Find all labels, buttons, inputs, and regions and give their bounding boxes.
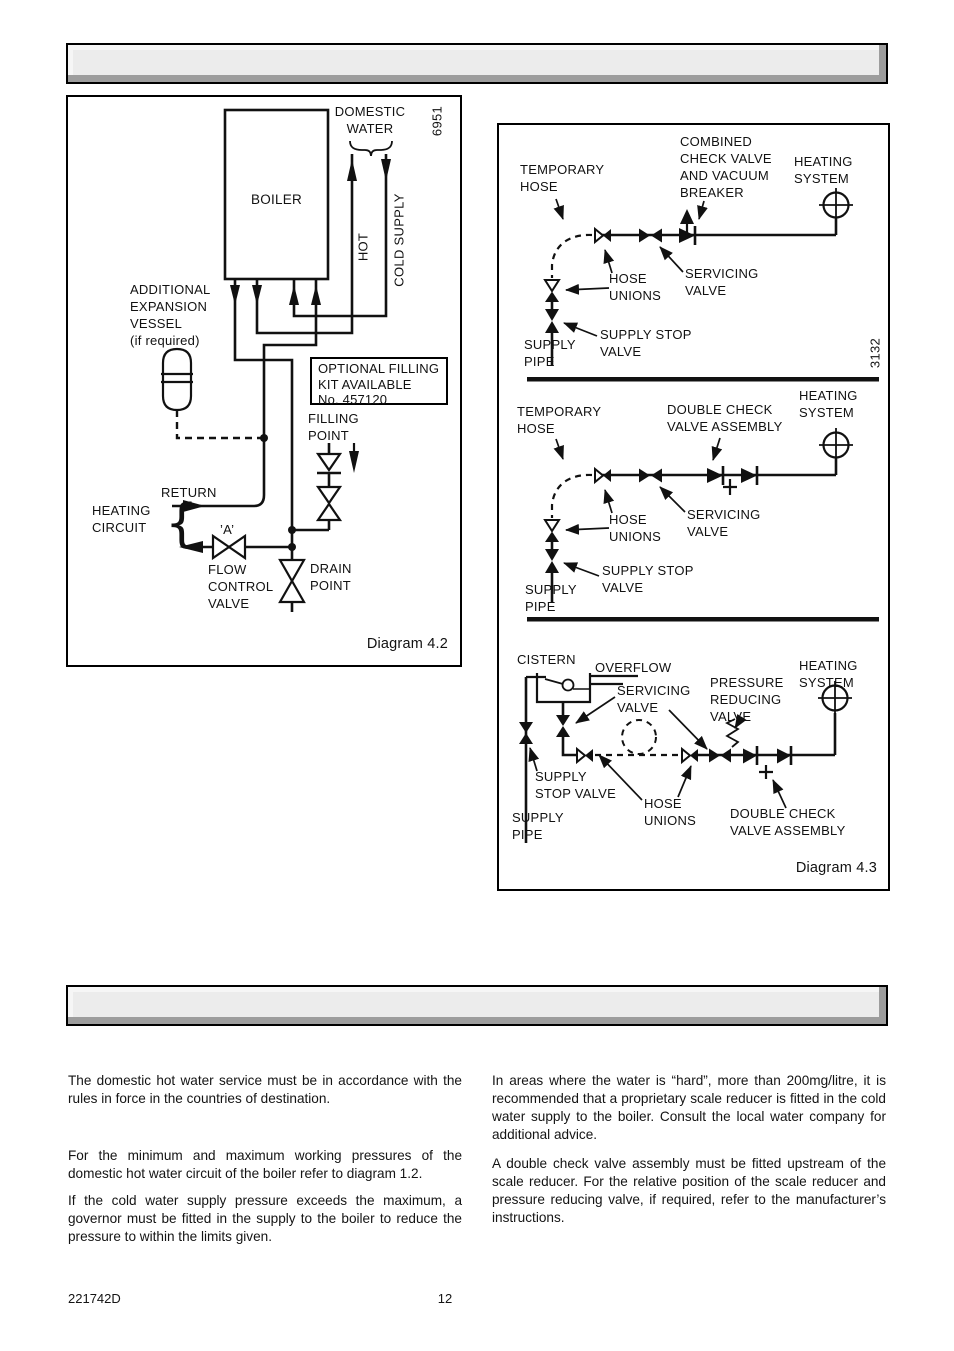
- sub2-lineart: [527, 428, 879, 622]
- servicing-valve-symbol: [639, 468, 662, 483]
- combined-check-valve-symbol: [679, 209, 697, 245]
- sub3-lineart: [519, 673, 852, 843]
- figure-ref-6951: 6951: [429, 105, 445, 137]
- flow-arrows: [183, 159, 391, 512]
- label-hot: HOT: [355, 232, 371, 262]
- paragraph: The domestic hot water service must be i…: [68, 1073, 462, 1106]
- hose-union-vertical-symbol: [543, 519, 561, 542]
- label-expansion-vessel: ADDITIONAL EXPANSION VESSEL (if required…: [130, 282, 211, 348]
- section-header-bar-top: [66, 43, 888, 84]
- hose-union-symbol: [594, 466, 611, 485]
- label-hose-unions: HOSE UNIONS: [609, 512, 662, 544]
- paragraph: For the minimum and maximum working pres…: [68, 1148, 462, 1181]
- optional-filling-kit-note: OPTIONAL FILLING KIT AVAILABLE No. 45712…: [310, 357, 448, 407]
- diagram-4-2-panel: DOMESTIC WATER 6951 BOILER HOT COLD SUPP…: [66, 95, 462, 667]
- document-code: 221742D: [68, 1291, 121, 1306]
- page-number: 12: [437, 1291, 453, 1306]
- supply-stop-valve-symbol: [519, 722, 533, 744]
- sub-divider-1: [527, 377, 879, 382]
- label-supply-stop-valve: SUPPLY STOP VALVE: [535, 769, 617, 801]
- temporary-hose-dashed: [550, 473, 593, 518]
- label-supply-pipe: SUPPLY PIPE: [524, 337, 576, 369]
- body-text-right-column: In areas where the water is “hard”, more…: [492, 1072, 886, 1227]
- label-heating-system: HEATING SYSTEM: [794, 154, 853, 186]
- paragraph: A double check valve assembly must be fi…: [492, 1156, 886, 1225]
- filling-point-valves: [315, 443, 359, 530]
- junction-dots: [260, 434, 296, 551]
- label-boiler: BOILER: [250, 192, 303, 207]
- label-servicing-valve: SERVICING VALVE: [685, 266, 759, 298]
- label-cold-supply: COLD SUPPLY: [391, 193, 407, 287]
- vessel-connection-dashed: [175, 410, 264, 440]
- label-overflow: OVERFLOW: [595, 660, 672, 675]
- label-domestic-water: DOMESTIC WATER: [334, 104, 406, 136]
- hose-union-vertical-symbol: [543, 279, 561, 302]
- double-check-valve-symbol: [743, 746, 793, 779]
- sub2-callout-arrows: [553, 437, 723, 577]
- domestic-water-brace: [349, 140, 393, 157]
- label-pressure-reducing-valve: PRESSURE REDUCING VALVE: [710, 675, 784, 724]
- temporary-hose-dashed: [550, 233, 593, 278]
- overflow-pipe: [590, 674, 638, 686]
- section-header-bar-bottom: [66, 985, 888, 1026]
- paragraph: If the cold water supply pressure exceed…: [68, 1193, 462, 1244]
- sub1-callout-arrows: [553, 198, 708, 337]
- heating-circuit-brace: {: [165, 494, 199, 554]
- servicing-valve-symbol: [639, 228, 662, 243]
- figure-ref-3132: 3132: [867, 337, 883, 369]
- label-supply-pipe: SUPPLY PIPE: [525, 582, 577, 614]
- expansion-vessel-symbol: [161, 347, 193, 412]
- servicing-valve-vertical-symbol: [556, 715, 570, 737]
- label-valve-a: ’A’: [220, 522, 235, 537]
- diagram-4-3-lineart: [519, 188, 879, 843]
- label-heating-system: HEATING SYSTEM: [799, 388, 858, 420]
- label-hose-unions: HOSE UNIONS: [644, 796, 697, 828]
- label-heating-system: HEATING SYSTEM: [799, 658, 858, 690]
- diagram-4-2-lineart: [161, 108, 393, 612]
- label-return: RETURN: [161, 485, 217, 500]
- label-servicing-valve: SERVICING VALVE: [687, 507, 761, 539]
- label-supply-stop-valve: SUPPLY STOP VALVE: [600, 327, 692, 359]
- hose-coil-dashed: [621, 719, 657, 755]
- body-text-left-column: The domestic hot water service must be i…: [68, 1072, 462, 1246]
- double-check-valve-symbol: [707, 466, 759, 495]
- hose-union-symbol: [681, 746, 698, 765]
- sub1-lineart: [527, 188, 879, 382]
- label-cistern: CISTERN: [517, 652, 576, 667]
- drain-point-valve: [278, 558, 306, 604]
- flow-control-valve-symbol: [179, 533, 247, 561]
- label-temporary-hose: TEMPORARY HOSE: [520, 162, 605, 194]
- diagram-4-2-caption: Diagram 4.2: [366, 636, 448, 652]
- sub3-callout-arrows: [528, 696, 787, 809]
- label-servicing-valve: SERVICING VALVE: [617, 683, 691, 715]
- sub-divider-2: [527, 617, 879, 622]
- hose-union-symbol: [594, 226, 611, 245]
- label-heating-circuit: HEATING CIRCUIT: [92, 503, 151, 535]
- label-supply-stop-valve: SUPPLY STOP VALVE: [602, 563, 694, 595]
- label-double-check-valve: DOUBLE CHECK VALVE ASSEMBLY: [730, 806, 846, 838]
- paragraph: In areas where the water is “hard”, more…: [492, 1073, 886, 1142]
- label-double-check-valve: DOUBLE CHECK VALVE ASSEMBLY: [667, 402, 783, 434]
- label-hose-unions: HOSE UNIONS: [609, 271, 662, 303]
- supply-stop-valve-symbol: [545, 309, 559, 333]
- boiler-outline: [223, 108, 330, 281]
- label-supply-pipe: SUPPLY PIPE: [512, 810, 564, 842]
- label-filling-point: FILLING POINT: [308, 411, 359, 443]
- pressure-reducing-valve-symbol: [725, 718, 740, 748]
- servicing-valve-symbol: [709, 748, 731, 763]
- label-temporary-hose: TEMPORARY HOSE: [517, 404, 602, 436]
- label-drain-point: DRAIN POINT: [310, 561, 352, 593]
- hose-union-symbol: [576, 746, 593, 765]
- supply-stop-valve-symbol: [545, 549, 559, 573]
- diagram-4-3-caption: Diagram 4.3: [795, 860, 877, 876]
- label-combined-check-valve: COMBINED CHECK VALVE AND VACUUM BREAKER: [680, 134, 772, 200]
- diagram-4-3-panel: TEMPORARY HOSE COMBINED CHECK VALVE AND …: [497, 123, 890, 891]
- label-flow-control-valve: FLOW CONTROL VALVE: [208, 562, 274, 611]
